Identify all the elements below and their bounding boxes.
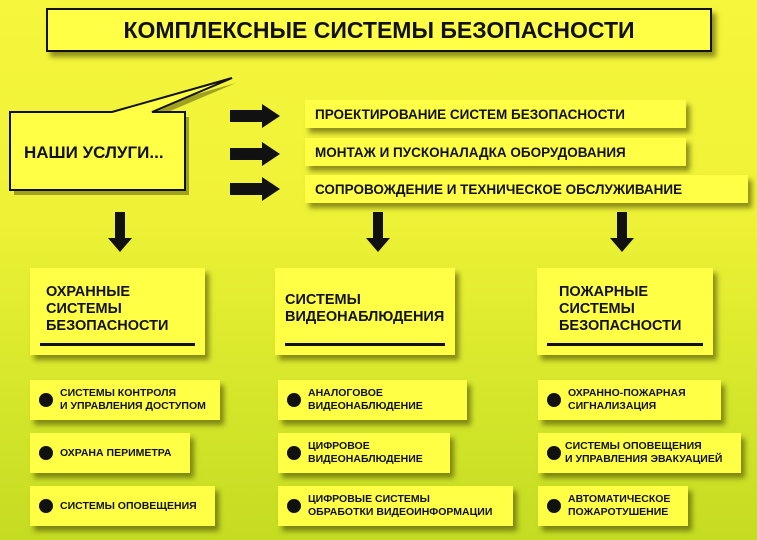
- bullet-icon: [287, 393, 301, 407]
- service-design: ПРОЕКТИРОВАНИЕ СИСТЕМ БЕЗОПАСНОСТИ: [305, 100, 686, 128]
- category-title-line: СИСТЕМЫ: [46, 301, 122, 317]
- bullet-icon: [39, 446, 53, 460]
- arrow-right-icon: [230, 142, 280, 166]
- underline: [40, 343, 195, 346]
- underline: [285, 343, 445, 346]
- category-title-line: СИСТЕМЫ: [559, 301, 635, 317]
- item-text: СИГНАЛИЗАЦИЯ: [568, 400, 657, 412]
- diagram-title: КОМПЛЕКСНЫЕ СИСТЕМЫ БЕЗОПАСНОСТИ: [46, 8, 712, 52]
- item-text: ЦИФРОВОЕ: [308, 440, 370, 452]
- callout-text: НАШИ УСЛУГИ...: [24, 143, 164, 162]
- category-title-line: ОХРАННЫЕ: [46, 284, 131, 300]
- item-text: СИСТЕМЫ ОПОВЕЩЕНИЯ: [565, 440, 702, 452]
- bullet-icon: [287, 499, 301, 513]
- bullet-icon: [547, 393, 561, 407]
- category-title-line: ПОЖАРНЫЕ: [559, 284, 649, 300]
- arrow-down-icon: [610, 212, 634, 252]
- item-text: ПОЖАРОТУШЕНИЕ: [568, 506, 669, 518]
- item-text: ОХРАННО-ПОЖАРНАЯ: [568, 387, 686, 399]
- item-text: ОХРАНА ПЕРИМЕТРА: [60, 446, 172, 459]
- item-text: АВТОМАТИЧЕСКОЕ: [568, 493, 671, 505]
- callout-bubble: [9, 77, 236, 195]
- item-text: ОБРАБОТКИ ВИДЕОИНФОРМАЦИИ: [308, 506, 493, 518]
- item-text: ЦИФРОВЫЕ СИСТЕМЫ: [308, 493, 430, 505]
- category-title-line: ВИДЕОНАБЛЮДЕНИЯ: [285, 309, 445, 325]
- bullet-icon: [39, 393, 53, 407]
- arrow-right-icon: [230, 104, 280, 128]
- item-text: И УПРАВЛЕНИЯ ЭВАКУАЦИЕЙ: [565, 453, 723, 465]
- category-title-line: СИСТЕМЫ: [285, 292, 361, 308]
- list-item: СИСТЕМЫ ОПОВЕЩЕНИЯ: [30, 486, 215, 526]
- bullet-icon: [287, 446, 301, 460]
- category-video: СИСТЕМЫ ВИДЕОНАБЛЮДЕНИЯ: [275, 268, 455, 355]
- item-text: И УПРАВЛЕНИЯ ДОСТУПОМ: [60, 400, 206, 412]
- arrow-down-icon: [366, 212, 390, 252]
- bullet-icon: [547, 446, 561, 460]
- category-fire: ПОЖАРНЫЕ СИСТЕМЫ БЕЗОПАСНОСТИ: [537, 268, 713, 355]
- item-text: СИСТЕМЫ ОПОВЕЩЕНИЯ: [60, 499, 197, 512]
- service-maintenance: СОПРОВОЖДЕНИЕ И ТЕХНИЧЕСКОЕ ОБСЛУЖИВАНИЕ: [305, 175, 748, 203]
- arrow-right-icon: [230, 177, 280, 201]
- service-installation: МОНТАЖ И ПУСКОНАЛАДКА ОБОРУДОВАНИЯ: [305, 138, 686, 166]
- item-text: АНАЛОГОВОЕ: [308, 387, 383, 399]
- arrow-down-icon: [108, 212, 132, 252]
- item-text: ВИДЕОНАБЛЮДЕНИЕ: [308, 453, 423, 465]
- list-item: ОХРАНА ПЕРИМЕТРА: [30, 433, 190, 473]
- item-text: СИСТЕМЫ КОНТРОЛЯ: [60, 387, 177, 399]
- category-security: ОХРАННЫЕ СИСТЕМЫ БЕЗОПАСНОСТИ: [30, 268, 205, 355]
- category-title-line: БЕЗОПАСНОСТИ: [46, 318, 169, 334]
- bullet-icon: [547, 499, 561, 513]
- category-title-line: БЕЗОПАСНОСТИ: [559, 318, 682, 334]
- bullet-icon: [39, 499, 53, 513]
- item-text: ВИДЕОНАБЛЮДЕНИЕ: [308, 400, 423, 412]
- underline: [547, 343, 703, 346]
